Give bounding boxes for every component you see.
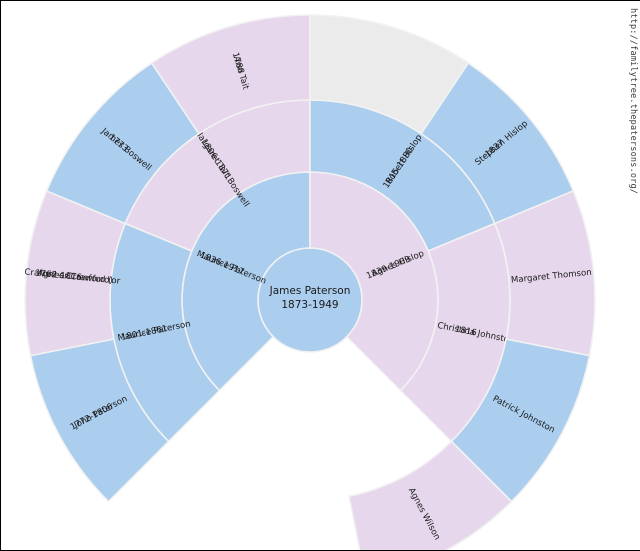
center-person-name: James Paterson: [269, 285, 351, 297]
site-watermark: http://familytree.thepatersons.org/: [628, 8, 638, 195]
person-wedge[interactable]: [348, 440, 513, 550]
person-dates: 1816: [454, 324, 477, 338]
center-person-dates: 1873-1949: [281, 299, 338, 311]
person-dates: 1762-1816: [35, 268, 83, 283]
fan-segment[interactable]: Patrick Johnston: [450, 338, 591, 503]
fan-segment[interactable]: Agnes Wilson: [348, 440, 513, 550]
fan-segment[interactable]: Stephen Hislop-1837: [420, 61, 575, 225]
fan-segment[interactable]: James Paterson 1873-1949: [257, 247, 363, 353]
